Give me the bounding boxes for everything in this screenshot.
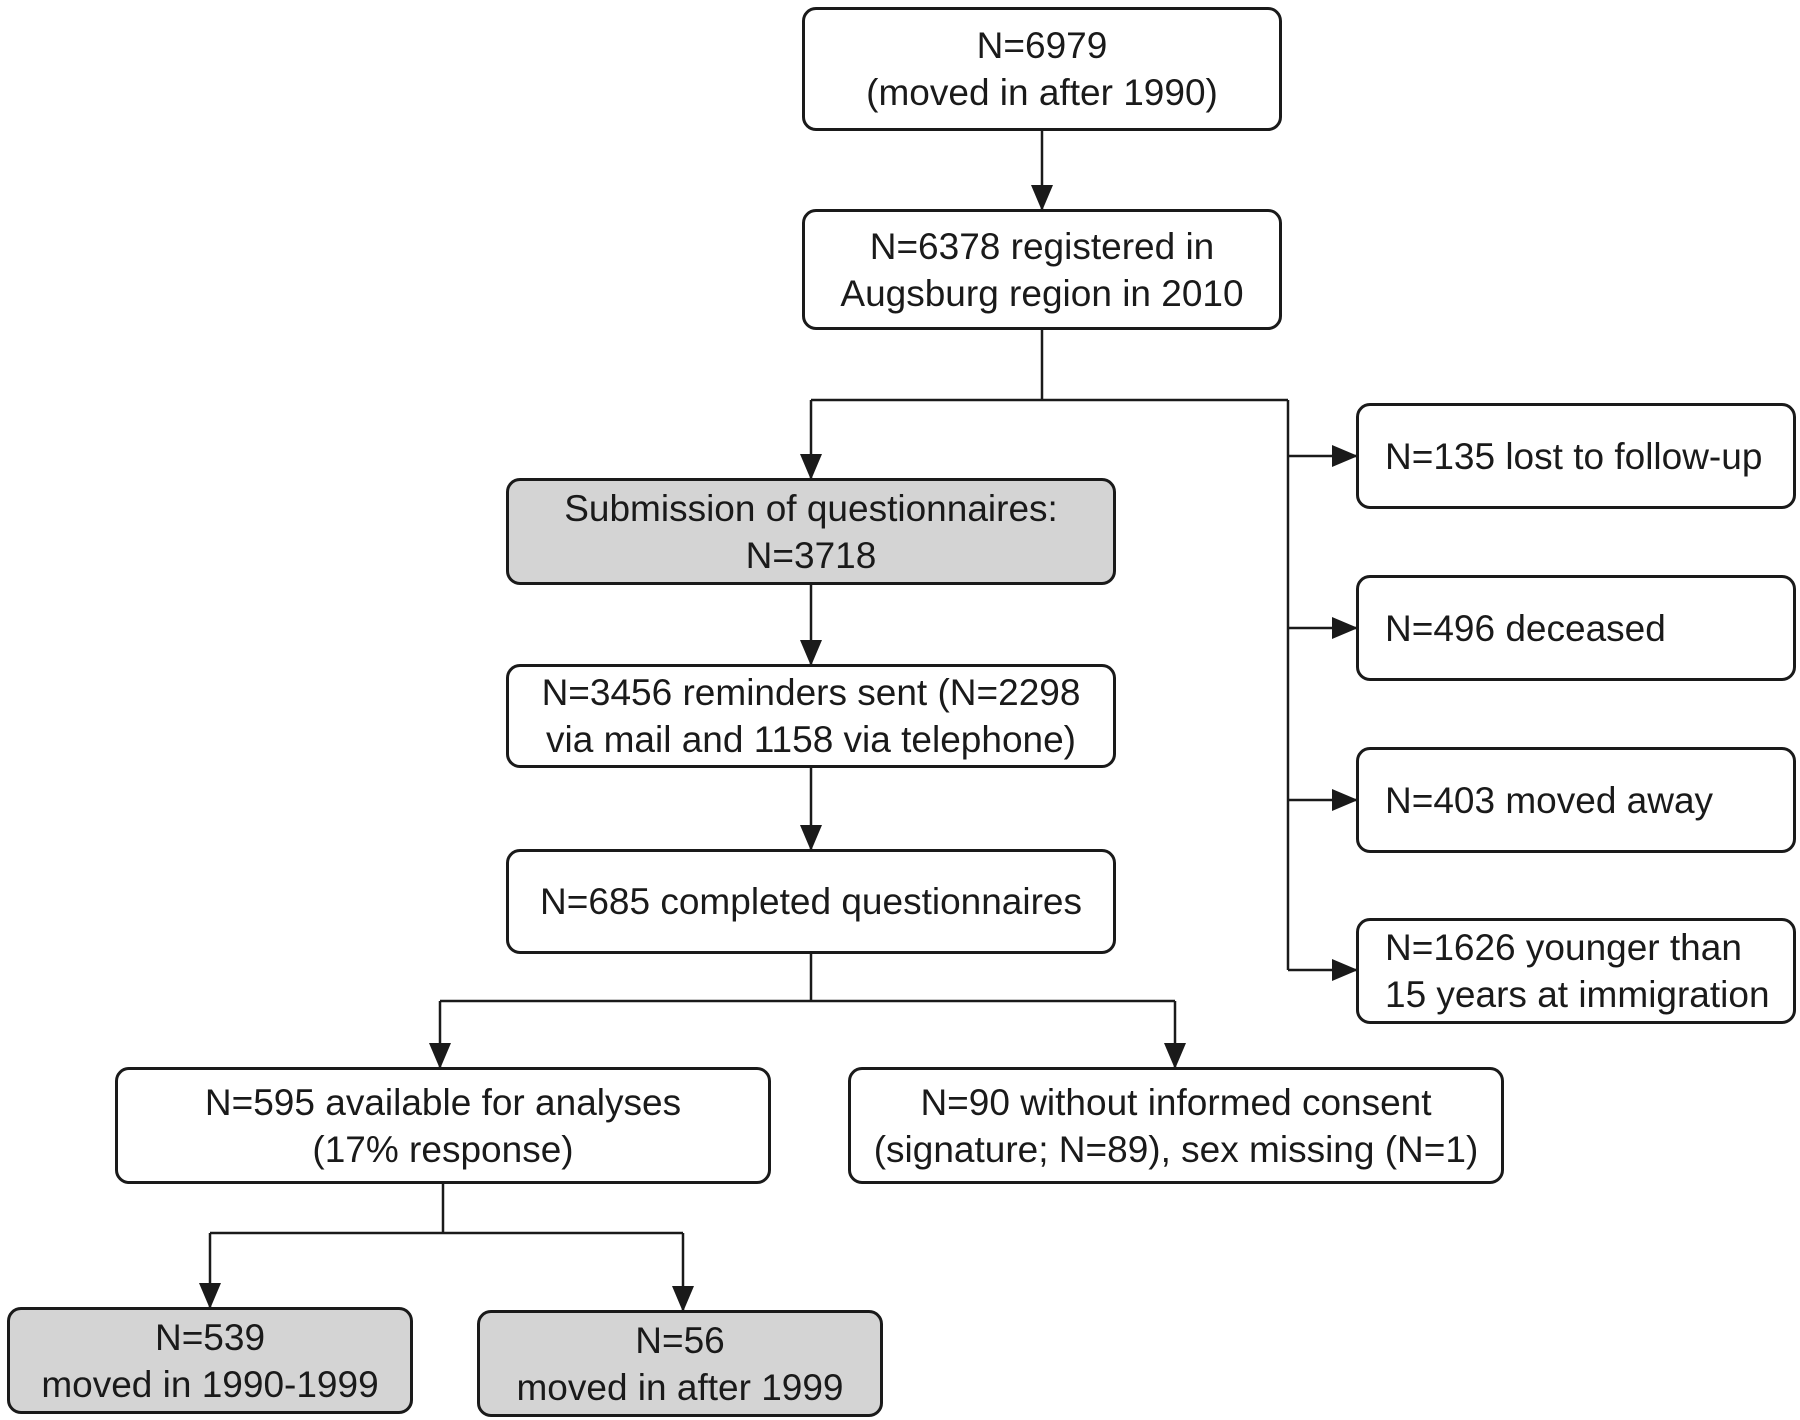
node-younger-line-2: 15 years at immigration <box>1385 974 1770 1015</box>
node-moved-away: N=403 moved away <box>1356 747 1796 853</box>
node-completed: N=685 completed questionnaires <box>506 849 1116 954</box>
node-initial-line-1: N=6979 <box>976 25 1108 66</box>
node-reminders: N=3456 reminders sent (N=2298 via mail a… <box>506 664 1116 768</box>
node-submission-line-1: Submission of questionnaires: <box>564 487 1058 529</box>
node-registered-line-2: Augsburg region in 2010 <box>840 272 1244 314</box>
node-registered-line-1: N=6378 registered in <box>869 225 1215 267</box>
node-available: N=595 available for analyses (17% respon… <box>115 1067 771 1184</box>
node-completed-line-1: N=685 completed questionnaires <box>540 881 1082 922</box>
node-reminders-line-1: N=3456 reminders sent (N=2298 <box>541 672 1081 713</box>
node-submission-line-2: N=3718 <box>745 534 877 576</box>
node-moved-1990-1999-line-2: moved in 1990-1999 <box>41 1363 379 1405</box>
node-younger-line-1: N=1626 younger than <box>1385 927 1742 968</box>
node-reminders-line-2: via mail and 1158 via telephone) <box>546 719 1076 760</box>
node-moved-1990-1999-line-1: N=539 <box>154 1316 266 1358</box>
node-initial-cohort: N=6979 (moved in after 1990) <box>802 7 1282 131</box>
node-without-consent-line-1: N=90 without informed consent <box>920 1081 1432 1123</box>
node-moved-away-line-1: N=403 moved away <box>1385 779 1714 821</box>
node-available-line-2: (17% response) <box>312 1128 574 1170</box>
node-available-line-1: N=595 available for analyses <box>204 1081 682 1123</box>
node-without-consent: N=90 without informed consent (signature… <box>848 1067 1504 1184</box>
node-deceased: N=496 deceased <box>1356 575 1796 681</box>
node-registered: N=6378 registered in Augsburg region in … <box>802 209 1282 330</box>
node-younger-than-15: N=1626 younger than 15 years at immigrat… <box>1356 918 1796 1024</box>
node-deceased-line-1: N=496 deceased <box>1385 607 1666 649</box>
node-lost-to-follow-up: N=135 lost to follow-up <box>1356 403 1796 509</box>
node-without-consent-line-2: (signature; N=89), sex missing (N=1) <box>873 1128 1479 1170</box>
node-submission: Submission of questionnaires: N=3718 <box>506 478 1116 585</box>
node-moved-1990-1999: N=539 moved in 1990-1999 <box>7 1307 413 1414</box>
node-lost-line-1: N=135 lost to follow-up <box>1385 435 1763 477</box>
node-moved-after-1999: N=56 moved in after 1999 <box>477 1310 883 1417</box>
node-moved-after-1999-line-1: N=56 <box>635 1319 725 1361</box>
node-initial-line-2: (moved in after 1990) <box>866 72 1218 113</box>
node-moved-after-1999-line-2: moved in after 1999 <box>516 1366 844 1408</box>
